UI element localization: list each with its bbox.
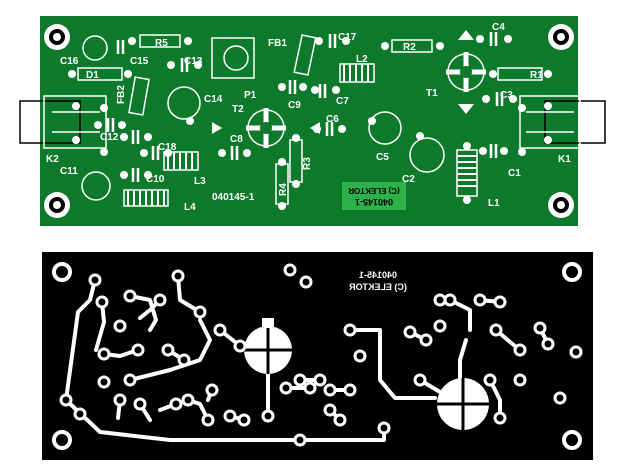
copper-pad-t2 [244, 318, 292, 374]
k1-connector-outline [544, 100, 606, 144]
label-r4: R4 [278, 183, 289, 196]
tag-line-2: (C) ELEKTOR [348, 186, 400, 195]
label-c7: C7 [336, 96, 349, 107]
label-l3: L3 [194, 176, 206, 187]
label-c1: C1 [508, 168, 521, 179]
board-number: 040145-1 [212, 192, 255, 203]
label-c16: C16 [60, 56, 79, 67]
mounting-hole [44, 24, 70, 50]
label-k1: K1 [558, 154, 571, 165]
label-l1: L1 [488, 198, 500, 209]
label-c15: C15 [130, 56, 149, 67]
mounting-hole [548, 192, 574, 218]
label-p1: P1 [244, 90, 257, 101]
label-r1: R1 [530, 70, 543, 81]
label-c13: C13 [184, 56, 203, 67]
label-r2: R2 [403, 42, 416, 53]
label-c12: C12 [100, 132, 119, 143]
label-r5: R5 [155, 38, 168, 49]
label-c4: C4 [492, 22, 505, 33]
copper-substrate [42, 252, 593, 460]
board-tag-mirrored: 040145-1 (C) ELEKTOR [342, 182, 406, 210]
label-t2: T2 [232, 104, 244, 115]
k2-connector-outline [19, 100, 81, 144]
label-t1: T1 [426, 88, 438, 99]
mounting-hole [548, 24, 574, 50]
label-c2: C2 [402, 174, 415, 185]
transistor-t2-footprint [212, 108, 320, 148]
component-side-board: 040145-1 (C) ELEKTOR R5 FB1 C17 C4 R2 C1… [19, 12, 606, 230]
label-fb2: FB2 [116, 85, 127, 104]
copper-tag-line-1: 040145-1 [359, 270, 397, 280]
mounting-hole [44, 192, 70, 218]
label-fb1: FB1 [268, 38, 287, 49]
copper-tag-mirrored: 040145-1 (C) ELEKTOR [349, 270, 407, 292]
label-l2: L2 [356, 54, 368, 65]
copper-pad-t1 [437, 378, 489, 430]
board-substrate [40, 16, 578, 226]
label-c3: C3 [500, 90, 513, 101]
label-c10: C10 [146, 174, 165, 185]
label-k2: K2 [46, 154, 59, 165]
label-l4: L4 [184, 202, 196, 213]
label-c11: C11 [60, 166, 78, 177]
label-c8: C8 [230, 134, 243, 145]
transistor-t1-footprint [446, 30, 486, 114]
label-c18: C18 [158, 142, 177, 153]
label-c5: C5 [376, 152, 389, 163]
label-d1: D1 [86, 70, 99, 81]
label-c9: C9 [288, 100, 301, 111]
label-c17: C17 [338, 32, 357, 43]
tag-line-1: 040145-1 [355, 197, 393, 207]
copper-tag-line-2: (C) ELEKTOR [349, 282, 407, 292]
label-c14: C14 [204, 94, 223, 105]
copper-side-board: 040145-1 (C) ELEKTOR [42, 252, 593, 460]
label-c6: C6 [326, 114, 339, 125]
label-r3: R3 [302, 157, 313, 170]
